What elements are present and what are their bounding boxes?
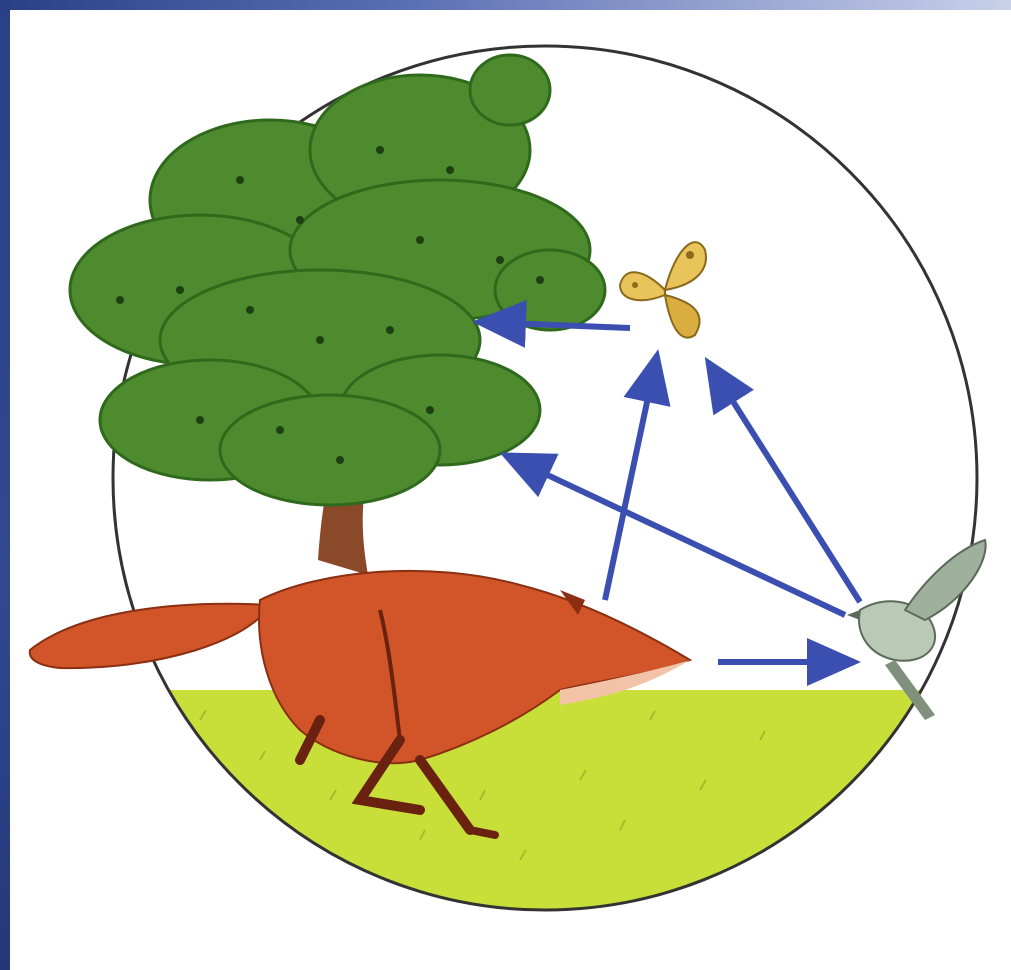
oak-tree-icon <box>70 55 605 575</box>
butterfly-icon <box>620 242 706 337</box>
arrow-bird-to-butterfly <box>708 362 860 602</box>
arrow-fox-to-butterfly <box>605 355 657 600</box>
arrow-butterfly-to-tree <box>478 322 630 328</box>
arrow-bird-to-tree <box>505 455 845 615</box>
